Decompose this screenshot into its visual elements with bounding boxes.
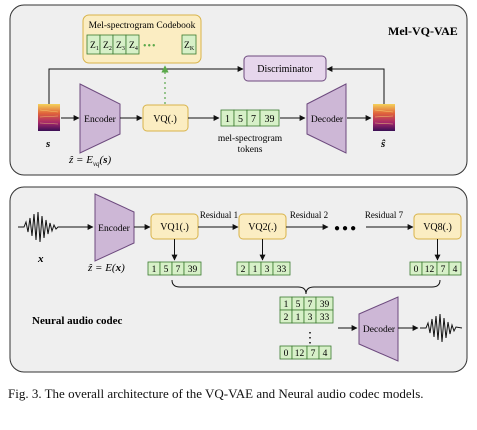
input-s-label: s [45, 138, 50, 150]
svg-text:Z2: Z2 [103, 41, 112, 52]
svg-text:33: 33 [277, 265, 287, 275]
svg-text:3: 3 [265, 265, 270, 275]
top-vq-label: VQ(.) [153, 114, 177, 125]
residual-1-label: Residual 1 [200, 210, 238, 220]
svg-text:12: 12 [425, 265, 435, 275]
output-s-hat-label: ŝ [380, 138, 386, 150]
tokens-caption-line2: tokens [238, 145, 263, 155]
residual-7-label: Residual 7 [365, 210, 404, 220]
svg-text:0: 0 [284, 349, 289, 359]
svg-text:4: 4 [453, 265, 458, 275]
svg-text:4: 4 [323, 349, 328, 359]
bottom-decoder-label: Decoder [363, 325, 396, 335]
top-encoder-block [79, 83, 121, 154]
residual-ellipsis: ●●● [334, 223, 358, 234]
svg-text:39: 39 [188, 265, 198, 275]
svg-text:7: 7 [441, 265, 446, 275]
stacked-token-row-2: 2 1 3 33 [279, 309, 334, 324]
svg-text:3: 3 [308, 313, 313, 323]
svg-text:0: 0 [414, 265, 419, 275]
figure-caption: Fig. 3. The overall architecture of the … [8, 386, 424, 401]
vq1-tokens: 1 5 7 39 [147, 261, 202, 276]
svg-text:5: 5 [164, 265, 169, 275]
svg-text:ZK: ZK [184, 41, 195, 52]
residual-2-label: Residual 2 [290, 210, 328, 220]
top-decoder-label: Decoder [311, 115, 344, 125]
top-equation: ẑ = Evq(s) [68, 154, 112, 168]
token-collect-brace [171, 279, 441, 295]
codebook-label: Mel-spectrogram Codebook [89, 21, 196, 31]
bottom-decoder-block [358, 296, 399, 362]
svg-text:12: 12 [295, 349, 305, 359]
bottom-encoder-label: Encoder [98, 224, 130, 234]
input-spectrogram [38, 104, 60, 131]
svg-text:2: 2 [284, 313, 289, 323]
vq2-label: VQ2(.) [248, 222, 277, 233]
svg-text:39: 39 [320, 300, 330, 310]
svg-text:1: 1 [253, 265, 258, 275]
svg-text:7: 7 [311, 349, 316, 359]
tokens-caption-line1: mel-spectrogram [218, 134, 283, 144]
svg-text:2: 2 [241, 265, 246, 275]
output-spectrogram [373, 104, 395, 131]
codebook-ellipsis: ••• [143, 41, 157, 52]
svg-text:33: 33 [320, 313, 330, 323]
svg-text:39: 39 [265, 114, 275, 125]
svg-text:5: 5 [238, 114, 243, 125]
svg-text:5: 5 [296, 300, 301, 310]
top-encoder-label: Encoder [84, 115, 116, 125]
vq2-tokens: 2 1 3 33 [236, 261, 291, 276]
stacked-token-row-1: 1 5 7 39 [279, 296, 334, 311]
real-to-discriminator-arrow [48, 66, 244, 104]
svg-text:7: 7 [251, 114, 256, 125]
vq8-tokens: 0 12 7 4 [409, 261, 462, 276]
recon-to-discriminator-arrow [326, 66, 385, 104]
discriminator-block [243, 55, 327, 82]
svg-text:1: 1 [296, 313, 301, 323]
input-waveform [18, 211, 64, 243]
neural-codec-title: Neural audio codec [32, 315, 123, 327]
input-x-label: x [37, 253, 44, 265]
svg-text:1: 1 [284, 300, 289, 310]
svg-text:7: 7 [308, 300, 313, 310]
mel-vq-vae-title: Mel-VQ-VAE [388, 24, 458, 38]
vq8-label: VQ8(.) [423, 222, 452, 233]
svg-text:Z1: Z1 [90, 41, 99, 52]
mel-tokens: 1 5 7 39 [220, 109, 280, 127]
codebook-entries: Z1 Z2 Z3 Z4 ••• ZK [86, 34, 197, 55]
discriminator-label: Discriminator [257, 64, 313, 75]
stacked-vertical-dots: ⋮ [303, 331, 317, 346]
svg-text:1: 1 [225, 114, 230, 125]
top-decoder-block [306, 83, 347, 154]
bottom-equation: ẑ = E(x) [87, 262, 125, 274]
svg-text:Z3: Z3 [116, 41, 125, 52]
stacked-token-row-8: 0 12 7 4 [279, 345, 332, 360]
svg-text:7: 7 [176, 265, 181, 275]
svg-text:Z4: Z4 [129, 41, 138, 52]
svg-text:1: 1 [152, 265, 157, 275]
bottom-encoder-block [94, 193, 135, 262]
vq1-label: VQ1(.) [160, 222, 189, 233]
output-waveform [420, 313, 463, 343]
